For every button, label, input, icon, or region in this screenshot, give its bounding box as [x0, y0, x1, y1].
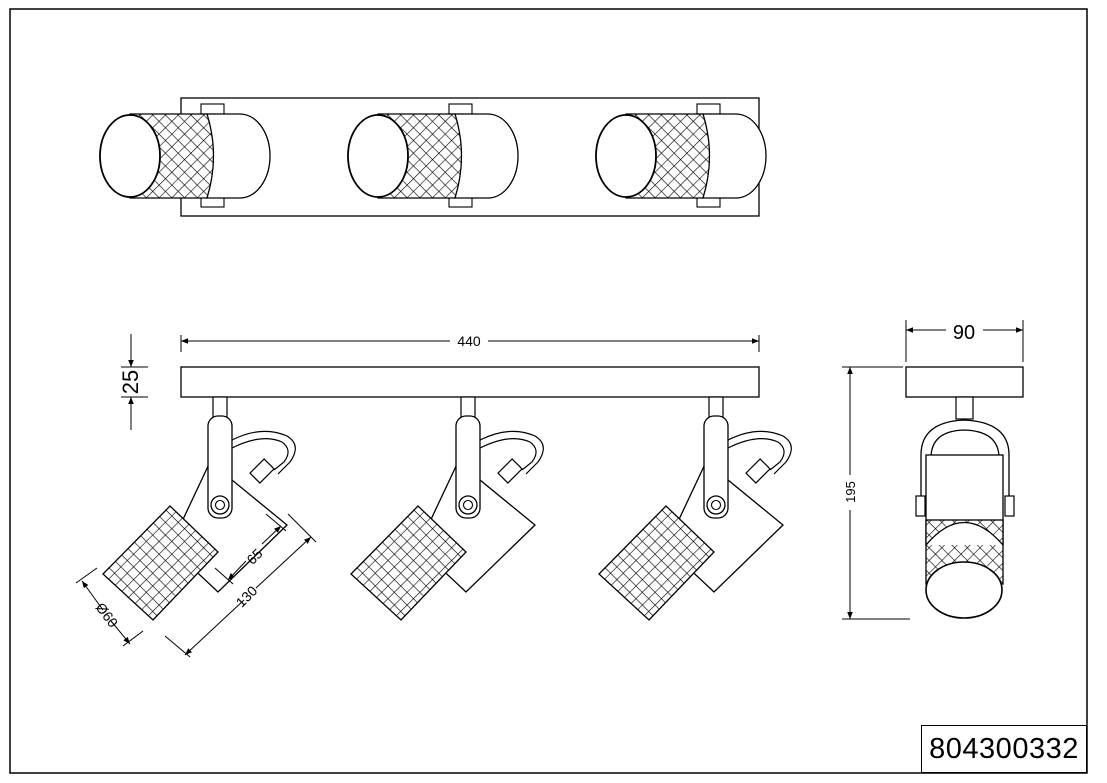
- top-view-spot: [347, 103, 519, 208]
- front-view-spot: [102, 396, 296, 621]
- drawing-frame: [9, 8, 1088, 774]
- product-code: 804300332: [921, 725, 1087, 773]
- dim-total-height-label: 195: [843, 481, 858, 503]
- side-view-base: [905, 366, 1024, 398]
- top-view-spot: [99, 103, 271, 208]
- front-view-base-bar: [180, 366, 760, 398]
- dim-base-height-label: 25: [118, 370, 143, 394]
- dim-diameter-label: Ø60: [93, 600, 122, 631]
- front-view-spot: [598, 396, 792, 621]
- front-view: 440 25 Ø60 130: [75, 333, 792, 658]
- top-view: [99, 97, 767, 217]
- dim-base-height: 25: [118, 334, 148, 430]
- top-view-spot: [595, 103, 767, 208]
- side-view-lens: [925, 561, 1003, 619]
- dim-depth: 90: [905, 320, 1024, 362]
- dim-length-label: 440: [457, 333, 481, 349]
- dim-total-height: 195: [842, 366, 910, 620]
- dim-length: 440: [180, 333, 760, 352]
- front-view-spot: [350, 396, 544, 621]
- side-view: 90 195: [842, 320, 1024, 620]
- dim-depth-label: 90: [953, 322, 975, 344]
